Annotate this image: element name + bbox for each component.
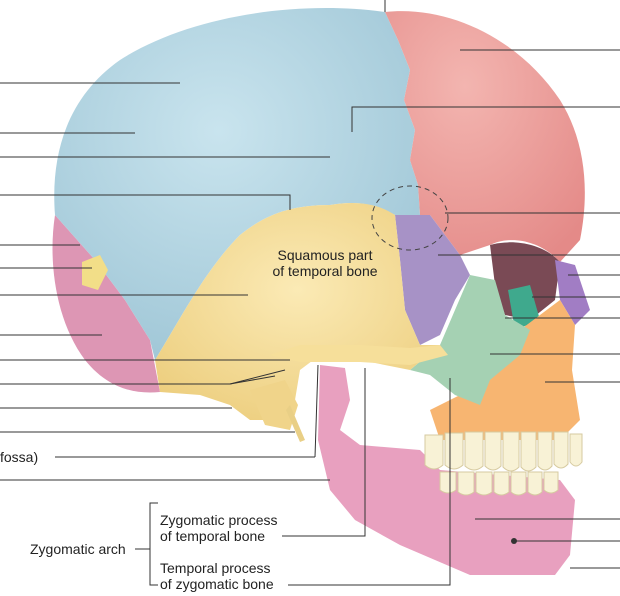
label-fossa-fragment: fossa)	[0, 449, 39, 465]
arch-leaders	[135, 368, 451, 586]
mandibular-notch	[345, 368, 395, 408]
nasal-region	[555, 260, 590, 325]
ethmoid-lacrimal	[508, 285, 540, 330]
mental-foramen	[511, 538, 517, 544]
frontal-bone	[385, 11, 585, 263]
zygomatic-arch-bar	[270, 345, 448, 365]
label-zygomatic-arch: Zygomatic arch	[30, 541, 126, 557]
leader-lines-left	[0, 82, 330, 481]
mastoid-process	[250, 380, 298, 430]
leader-lines-right	[351, 49, 620, 569]
parietal-bone	[54, 8, 421, 361]
sphenoid-bone	[395, 215, 470, 345]
mandible	[318, 365, 575, 575]
pterion-dashed-circle	[371, 185, 449, 251]
orbit	[490, 242, 560, 320]
styloid-process	[286, 405, 305, 442]
maxilla	[430, 300, 580, 440]
label-temporal-process: Temporal process of zygomatic bone	[160, 560, 274, 592]
label-squamous-part: Squamous part of temporal bone	[272, 247, 378, 279]
occipital-bone	[52, 215, 160, 393]
teeth	[424, 431, 583, 496]
zygomatic-bone	[410, 275, 530, 405]
temporal-bone	[155, 203, 440, 420]
sutural-bone	[82, 255, 108, 290]
label-zygomatic-process: Zygomatic process of temporal bone	[160, 512, 278, 544]
